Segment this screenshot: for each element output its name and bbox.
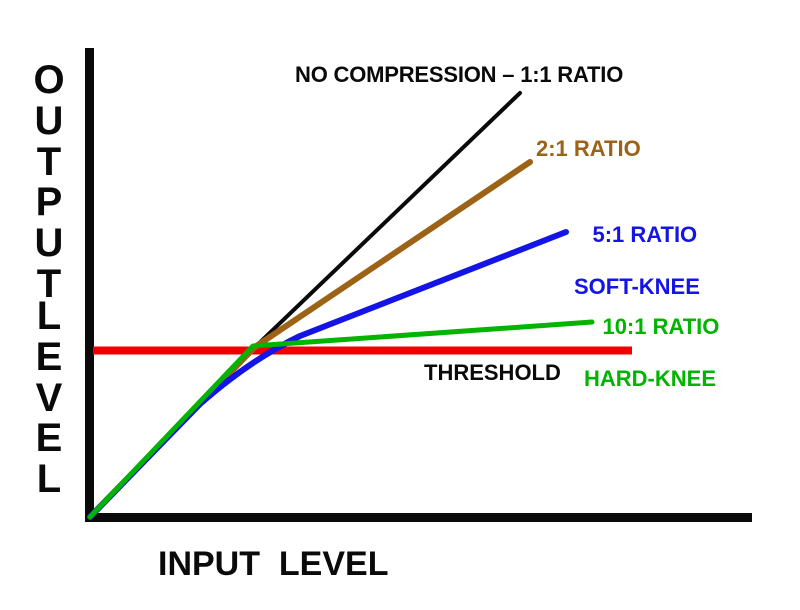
axes-group bbox=[85, 48, 752, 522]
y-label-char: L bbox=[36, 457, 62, 502]
x-axis-label: INPUT LEVEL bbox=[158, 545, 389, 583]
annotation-5to1-line2: SOFT-KNEE bbox=[574, 274, 700, 299]
annotation-5to1-ratio: 5:1 RATIO SOFT-KNEE bbox=[568, 196, 700, 352]
annotation-no-compression: NO COMPRESSION – 1:1 RATIO bbox=[295, 62, 624, 87]
annotation-10to1-line1: 10:1 RATIO bbox=[602, 314, 720, 339]
y-label-char: T bbox=[36, 139, 62, 184]
y-label-char: P bbox=[35, 180, 63, 225]
y-label-char: O bbox=[33, 58, 65, 102]
y-label-char: E bbox=[35, 334, 63, 379]
annotation-threshold: THRESHOLD bbox=[424, 360, 561, 385]
y-axis-label-level: L E V E L bbox=[26, 296, 72, 500]
curve-10to1-hard-knee bbox=[87, 319, 595, 520]
annotation-2to1-ratio: 2:1 RATIO bbox=[536, 136, 641, 161]
y-label-char: T bbox=[36, 261, 62, 306]
y-axis-label-output: O U T P U T bbox=[26, 60, 72, 305]
x-axis-line bbox=[85, 513, 752, 522]
y-label-char: E bbox=[35, 416, 63, 461]
annotation-5to1-line1: 5:1 RATIO bbox=[592, 222, 698, 247]
annotation-10to1-line2: HARD-KNEE bbox=[584, 366, 716, 391]
y-label-char: V bbox=[35, 375, 63, 420]
y-axis-line bbox=[85, 48, 94, 522]
y-label-char: L bbox=[36, 294, 62, 338]
y-label-char: U bbox=[34, 221, 64, 266]
y-label-char: U bbox=[34, 98, 64, 143]
annotation-10to1-ratio: 10:1 RATIO HARD-KNEE bbox=[578, 288, 719, 444]
